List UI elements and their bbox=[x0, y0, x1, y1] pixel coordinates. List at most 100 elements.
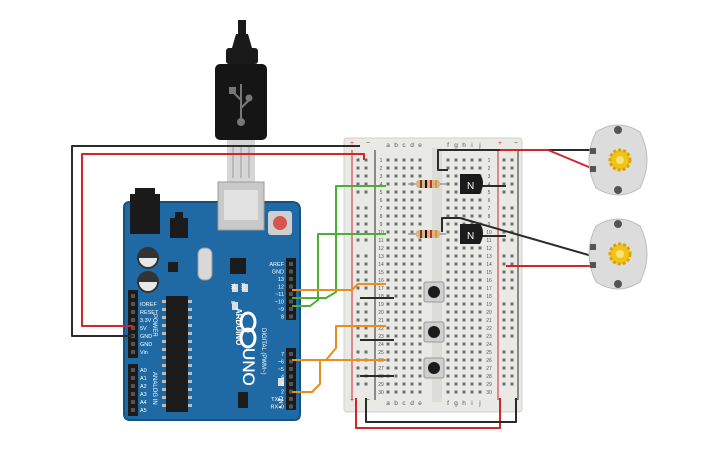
breadboard-label: 8 bbox=[380, 214, 383, 220]
pin-label: GND bbox=[140, 342, 152, 348]
breadboard-label: 16 bbox=[378, 278, 384, 284]
breadboard-label: 21 bbox=[486, 318, 492, 324]
pin-label: 2 bbox=[281, 390, 284, 396]
breadboard-label: − bbox=[514, 140, 518, 147]
breadboard-label: f bbox=[447, 400, 449, 407]
wire-bottom-red bbox=[355, 398, 501, 429]
breadboard-label: 9 bbox=[488, 222, 491, 228]
wire-pin13-orange bbox=[292, 283, 386, 291]
breadboard-label: 9 bbox=[380, 222, 383, 228]
breadboard-label: h bbox=[462, 400, 466, 407]
dc-motor-2[interactable] bbox=[588, 218, 648, 290]
analog-header bbox=[128, 364, 138, 416]
arduino-brand: ARDUINO bbox=[234, 308, 243, 345]
wire-pin2-orange bbox=[292, 359, 386, 393]
pin-label: ~10 bbox=[275, 300, 284, 306]
breadboard-label: 30 bbox=[486, 390, 492, 396]
breadboard-label: 15 bbox=[486, 270, 492, 276]
arduino-model: UNO bbox=[239, 348, 258, 386]
breadboard-label: 14 bbox=[378, 262, 384, 268]
breadboard-label: a bbox=[386, 400, 390, 407]
breadboard-label: h bbox=[462, 142, 466, 149]
breadboard-label: 12 bbox=[378, 246, 384, 252]
pin-label: RESET bbox=[140, 310, 159, 316]
breadboard-label: + bbox=[350, 397, 354, 404]
breadboard-label: 15 bbox=[378, 270, 384, 276]
pin-label: A5 bbox=[140, 408, 147, 414]
resistor-1[interactable] bbox=[408, 180, 446, 188]
transistor-label: N bbox=[467, 231, 474, 242]
breadboard-label: − bbox=[366, 140, 370, 147]
push-button-3[interactable] bbox=[423, 357, 445, 379]
reset-button[interactable] bbox=[268, 211, 292, 235]
breadboard-label: 30 bbox=[378, 390, 384, 396]
pin-label: ~6 bbox=[278, 360, 284, 366]
crystal-oscillator bbox=[197, 247, 213, 281]
breadboard-label: 21 bbox=[378, 318, 384, 324]
arduino-uno[interactable]: ARDUINO UNO DIGITAL (PWM~) POWER ANALOG … bbox=[123, 181, 301, 421]
wire-pin11-green bbox=[292, 233, 386, 307]
pin-label: ~5 bbox=[278, 367, 284, 373]
breadboard-label: 12 bbox=[486, 246, 492, 252]
pin-label: ~11 bbox=[275, 292, 284, 298]
header-holes bbox=[131, 262, 293, 412]
breadboard-label: 11 bbox=[378, 238, 383, 244]
wire-motor1-red bbox=[500, 149, 597, 171]
breadboard-label: 2 bbox=[488, 166, 491, 172]
pin-label: GND bbox=[272, 270, 284, 276]
pin-label: 8 bbox=[281, 315, 284, 321]
breadboard-label: i bbox=[471, 142, 472, 149]
pin-label: TX▸1 bbox=[271, 397, 284, 403]
push-button-2[interactable] bbox=[423, 321, 445, 343]
pin-label: A2 bbox=[140, 384, 147, 390]
pin-label: A4 bbox=[140, 400, 147, 406]
wire-motor2-black bbox=[441, 217, 593, 257]
resistor-2[interactable] bbox=[408, 230, 446, 238]
chip-legs bbox=[162, 300, 192, 407]
arduino-logo-icon bbox=[239, 311, 257, 349]
power-jack bbox=[130, 194, 160, 234]
breadboard-label: j bbox=[478, 400, 480, 407]
breadboard-label: 5 bbox=[380, 190, 383, 196]
breadboard-label: 14 bbox=[486, 262, 492, 268]
breadboard-label: 17 bbox=[486, 286, 492, 292]
breadboard-label: 19 bbox=[486, 302, 492, 308]
breadboard-label: + bbox=[350, 140, 354, 147]
breadboard-label: 20 bbox=[486, 310, 492, 316]
breadboard-label: 27 bbox=[378, 366, 384, 372]
breadboard-label: 2 bbox=[380, 166, 383, 172]
power-header bbox=[128, 290, 138, 358]
breadboard-label: d bbox=[410, 142, 414, 149]
usb-icon bbox=[229, 84, 253, 126]
pin-label: A0 bbox=[140, 368, 147, 374]
breadboard-label: 22 bbox=[486, 326, 492, 332]
breadboard-label: 8 bbox=[488, 214, 491, 220]
npn-transistor-2[interactable]: N bbox=[460, 224, 483, 244]
breadboard-holes bbox=[356, 158, 514, 394]
wire-bottom-black bbox=[365, 398, 517, 423]
l-label: L bbox=[229, 301, 235, 304]
pin-label: 12 bbox=[278, 285, 284, 291]
breadboard-label: 26 bbox=[486, 358, 492, 364]
breadboard-label: 29 bbox=[378, 382, 384, 388]
digital-label: DIGITAL (PWM~) bbox=[260, 328, 266, 375]
breadboard-label: 11 bbox=[486, 238, 491, 244]
pin-label: IOREF bbox=[140, 302, 157, 308]
breadboard-label: 22 bbox=[378, 326, 384, 332]
breadboard-label: i bbox=[471, 400, 472, 407]
breadboard-label: b bbox=[394, 400, 398, 407]
rx-label: RX bbox=[239, 283, 245, 291]
dc-motor-1[interactable] bbox=[588, 124, 648, 196]
breadboard-label: 25 bbox=[378, 350, 384, 356]
breadboard-label: 24 bbox=[486, 342, 492, 348]
power-label: POWER bbox=[151, 314, 157, 337]
pin-labels: AREFGND1312~11~10~987~6~54~32TX▸1RX◂0IOR… bbox=[140, 262, 285, 414]
breadboard-label: 23 bbox=[378, 334, 384, 340]
npn-transistor-1[interactable]: N bbox=[460, 174, 483, 194]
breadboard-label: 18 bbox=[486, 294, 492, 300]
digital-header-bottom bbox=[286, 348, 296, 410]
breadboard-label: e bbox=[418, 400, 422, 407]
push-button-1[interactable] bbox=[423, 281, 445, 303]
